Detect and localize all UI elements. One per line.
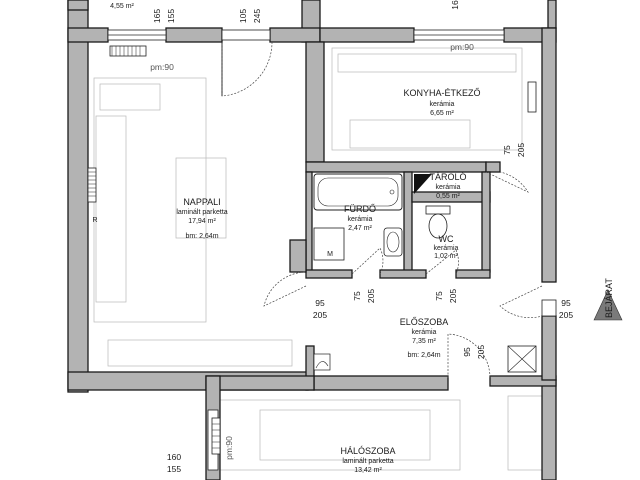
kitchen-area: 6,65 m² (430, 110, 454, 117)
dim-wc-door-1: 75 (434, 291, 444, 301)
dim-top-window-a-1: 165 (152, 9, 162, 23)
dim-entrance-door-1: 95 (561, 298, 571, 308)
dimensions: 165 155 105 245 16 pm:90 pm:90 75 205 75… (150, 0, 573, 474)
bathroom-name: FÜRDŐ (344, 204, 376, 214)
wc-area: 1,02 m² (434, 253, 458, 260)
hall-column (507, 345, 537, 373)
bathtub (313, 173, 403, 211)
zenga-logo: zenga (577, 454, 628, 469)
living-area: 17,94 m² (188, 218, 216, 225)
bathroom-area: 2,47 m² (348, 225, 372, 232)
radiator-mark: R (92, 217, 97, 224)
room-storage: TÁROLÓ kerámia 0,55 m² (429, 172, 466, 200)
living-name: NAPPALI (183, 197, 220, 207)
dim-bedroom-sill: pm:90 (224, 436, 234, 460)
hall-height: bm: 2,64m (407, 352, 440, 359)
dim-bedroom-door-1: 95 (462, 347, 472, 357)
washing-machine: M (313, 227, 345, 261)
entrance-label: BEJÁRAT (604, 278, 614, 318)
room-bathroom: FÜRDŐ kerámia 2,47 m² (344, 204, 376, 232)
bathroom-floor: kerámia (348, 216, 373, 223)
dim-kitchen-door-2: 205 (516, 143, 526, 157)
room-wc: WC kerámia 1,02 m² (434, 234, 459, 260)
bedroom-floor: laminált parketta (342, 458, 393, 465)
zenga-logo-text: zenga (594, 455, 628, 469)
room-hall: ELŐSZOBA kerámia 7,35 m² bm: 2,64m (400, 317, 449, 359)
storage-triangle (414, 174, 432, 194)
dim-living-door-1: 95 (315, 298, 325, 308)
kitchen-name: KONYHA-ÉTKEZŐ (403, 88, 480, 98)
washing-machine-label: M (327, 251, 333, 258)
bedroom-name: HÁLÓSZOBA (340, 446, 395, 456)
hall-vent (313, 353, 331, 371)
room-bedroom: HÁLÓSZOBA laminált parketta 13,42 m² (340, 446, 395, 474)
dim-kitchen-door-1: 75 (502, 145, 512, 155)
wc-name: WC (439, 234, 454, 244)
dim-top-door-b-1: 105 (238, 9, 248, 23)
bedroom-area: 13,42 m² (354, 467, 382, 474)
dim-living-sill: pm:90 (150, 62, 174, 72)
storage-floor: kerámia (436, 184, 461, 191)
doors (221, 41, 543, 379)
living-height: bm: 2,64m (185, 233, 218, 240)
dim-top-door-b-2: 245 (252, 9, 262, 23)
toilet (425, 205, 451, 239)
dim-living-door-2: 205 (313, 310, 327, 320)
room-kitchen: KONYHA-ÉTKEZŐ kerámia 6,65 m² (403, 88, 480, 117)
dim-bath-door-1: 75 (352, 291, 362, 301)
storage-name: TÁROLÓ (429, 172, 466, 182)
walls (67, 0, 557, 480)
radiators (87, 81, 537, 455)
room-living: NAPPALI laminált parketta 17,94 m² bm: 2… (176, 197, 227, 240)
hall-name: ELŐSZOBA (400, 317, 449, 327)
wc-floor: kerámia (434, 245, 459, 252)
hall-area: 7,35 m² (412, 338, 436, 345)
dim-wc-door-2: 205 (448, 289, 458, 303)
dim-bath-door-2: 205 (366, 289, 376, 303)
dim-kitchen-sill: pm:90 (450, 42, 474, 52)
room-top-left: 4,55 m² (110, 3, 134, 10)
bathroom-sink (383, 227, 403, 257)
kitchen-floor: kerámia (430, 101, 455, 108)
dim-top-window-a-2: 155 (166, 9, 176, 23)
dim-bedroom-door-2: 205 (476, 345, 486, 359)
hall-floor: kerámia (412, 329, 437, 336)
storage-area: 0,55 m² (436, 193, 460, 200)
dim-entrance-door-2: 205 (559, 310, 573, 320)
room-top-left-area: 4,55 m² (110, 3, 134, 10)
dim-bedroom-window-2: 155 (167, 464, 181, 474)
living-floor: laminált parketta (176, 209, 227, 216)
dim-bedroom-window-1: 160 (167, 452, 181, 462)
entrance-marker: BEJÁRAT (593, 278, 623, 321)
dim-top-right-clip: 16 (450, 0, 460, 10)
